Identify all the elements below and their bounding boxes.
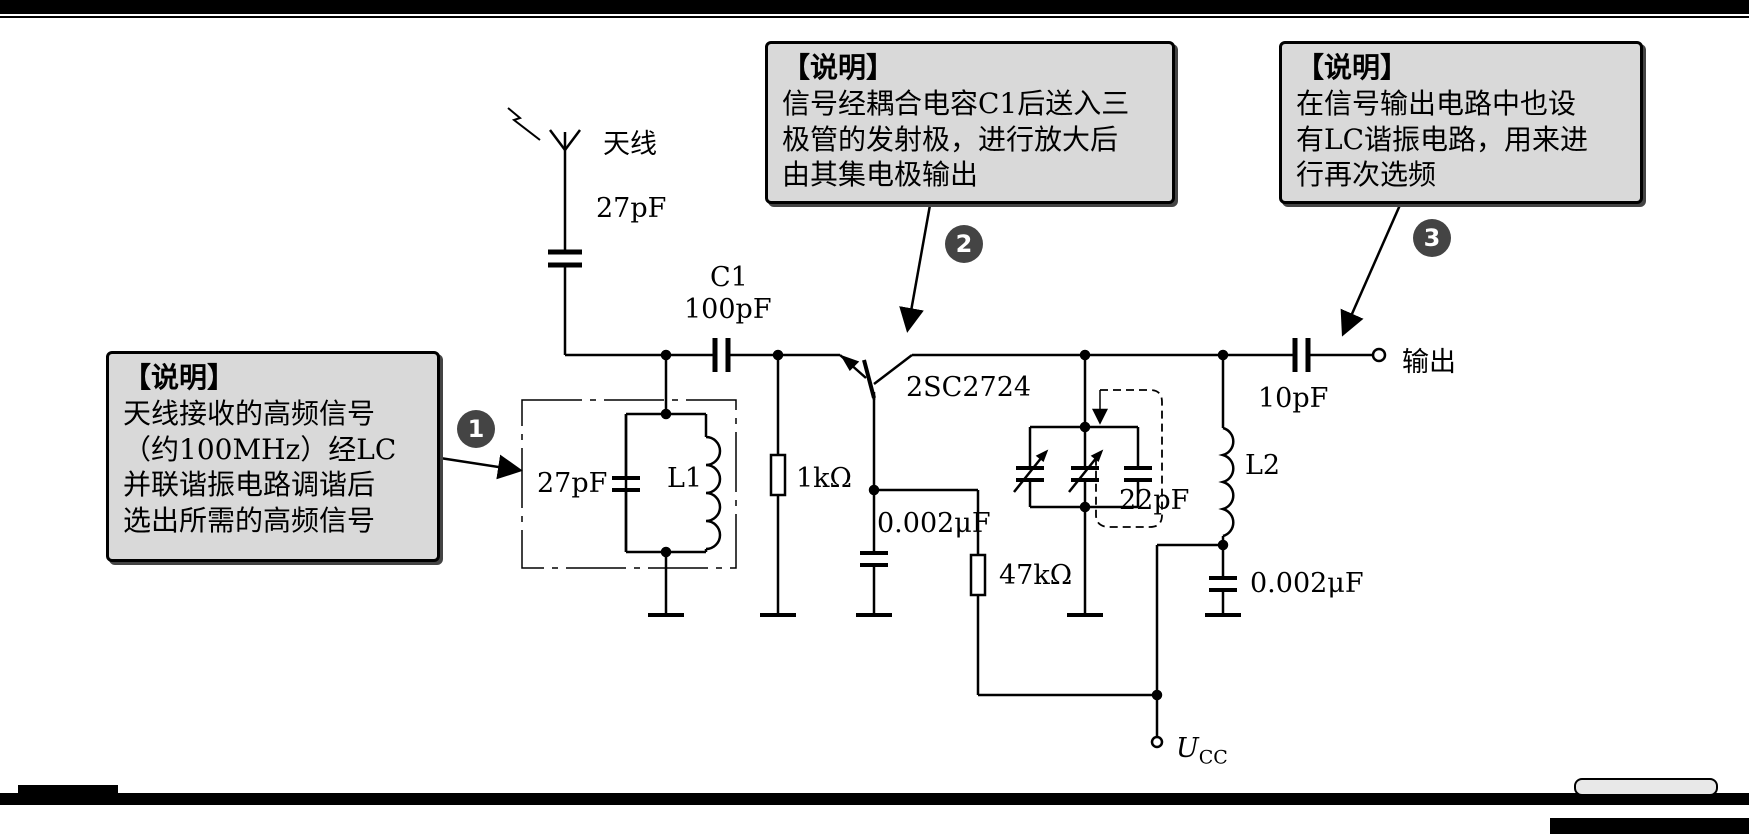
r1k-resistor-icon xyxy=(769,453,787,497)
callout-body: 在信号输出电路中也设 有LC谐振电路，用来进 行再次选频 xyxy=(1296,86,1589,192)
tank-cap-value: 27pF xyxy=(537,468,608,499)
bypass-cap-value: 0.002μF xyxy=(1250,568,1364,599)
page-turn-icon[interactable] xyxy=(1574,778,1718,796)
bypass-capacitor-icon xyxy=(1209,576,1237,592)
callout-output-filter: 【说明】 在信号输出电路中也设 有LC谐振电路，用来进 行再次选频 xyxy=(1279,41,1643,204)
callout-title: 【说明】 xyxy=(123,361,236,394)
badge-1: 1 xyxy=(457,410,495,448)
output-terminal-icon xyxy=(1371,347,1387,363)
output-capacitor-icon xyxy=(1292,338,1311,372)
base-capacitor-icon xyxy=(860,551,888,567)
vcc-subscript: CC xyxy=(1198,746,1228,769)
antenna-label: 天线 xyxy=(603,129,657,160)
bottom-left-tab xyxy=(18,785,118,793)
callout-title: 【说明】 xyxy=(1296,51,1409,84)
antenna-icon xyxy=(507,107,581,151)
callout-body: 天线接收的高频信号 （约100MHz）经LC 并联谐振电路调谐后 选出所需的高频… xyxy=(123,396,397,538)
r47k-resistor-icon xyxy=(969,553,987,597)
vcc-label: UCC xyxy=(1176,733,1228,768)
variable-capacitor-icon xyxy=(1013,451,1152,493)
trim-cap-value: 22pF xyxy=(1119,485,1190,516)
l1-label: L1 xyxy=(667,463,703,494)
base-cap-value: 0.002μF xyxy=(877,508,991,539)
tank-dashed-box xyxy=(521,399,737,569)
callout-body: 信号经耦合电容C1后送入三 极管的发射极，进行放大后 由其集电极输出 xyxy=(782,86,1130,192)
output-cap-value: 10pF xyxy=(1258,383,1329,414)
c1-name: C1 xyxy=(710,262,748,293)
top-border xyxy=(0,0,1749,14)
top-thin-border xyxy=(0,16,1749,18)
l1-inductor-icon xyxy=(705,435,722,551)
badge-3: 3 xyxy=(1413,219,1451,257)
antenna-capacitor-icon xyxy=(548,249,582,268)
vcc-main: U xyxy=(1176,733,1199,764)
r1k-value: 1kΩ xyxy=(796,463,852,494)
badge-2: 2 xyxy=(945,225,983,263)
bottom-right-block xyxy=(1550,818,1749,834)
vcc-terminal-icon xyxy=(1150,735,1164,749)
c1-capacitor-icon xyxy=(712,338,731,372)
r47k-value: 47kΩ xyxy=(999,560,1073,591)
trim-dashed-box xyxy=(1095,389,1163,528)
c1-value: 100pF xyxy=(684,294,772,325)
l2-inductor-icon xyxy=(1218,426,1235,538)
callout-title: 【说明】 xyxy=(782,51,895,84)
callout-amplifier: 【说明】 信号经耦合电容C1后送入三 极管的发射极，进行放大后 由其集电极输出 xyxy=(765,41,1175,204)
output-label: 输出 xyxy=(1402,347,1456,378)
bottom-border xyxy=(0,793,1749,805)
l2-label: L2 xyxy=(1245,450,1281,481)
transistor-label: 2SC2724 xyxy=(906,372,1032,403)
callout-antenna-tank: 【说明】 天线接收的高频信号 （约100MHz）经LC 并联谐振电路调谐后 选出… xyxy=(106,351,440,562)
antenna-cap-value: 27pF xyxy=(596,193,667,224)
